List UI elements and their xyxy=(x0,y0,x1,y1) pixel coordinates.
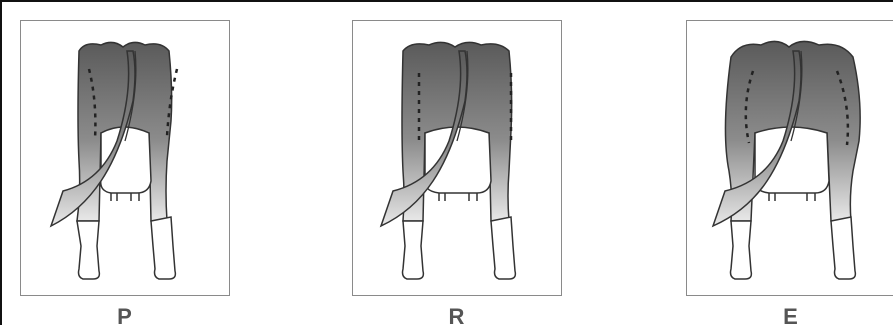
panel-label-p: P xyxy=(20,302,230,332)
right-hind-leg xyxy=(831,217,855,279)
teats xyxy=(769,193,815,201)
right-hind-leg xyxy=(151,217,175,279)
cow-rear-view-p xyxy=(21,21,228,294)
left-hind-leg xyxy=(403,221,424,279)
panel-r xyxy=(352,20,562,296)
teats xyxy=(111,193,139,201)
left-hind-leg xyxy=(77,221,99,279)
panel-e xyxy=(686,20,893,296)
cow-rear-view-r xyxy=(353,21,560,294)
left-hind-leg xyxy=(731,221,752,279)
cow-rear-view-e xyxy=(687,21,893,294)
panel-label-e: E xyxy=(686,302,893,332)
panel-label-r: R xyxy=(352,302,562,332)
teats xyxy=(439,193,477,201)
panel-p xyxy=(20,20,230,296)
figure: P R xyxy=(0,0,893,325)
right-hind-leg xyxy=(491,217,515,279)
